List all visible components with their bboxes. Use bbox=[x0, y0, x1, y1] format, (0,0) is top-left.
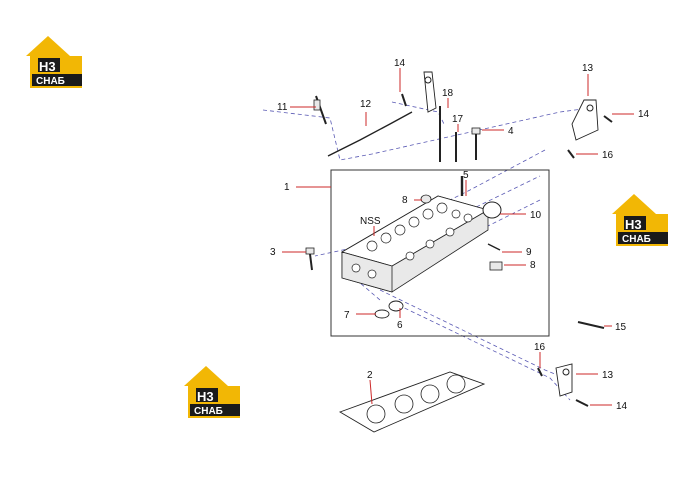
callout-11: 11 bbox=[277, 102, 288, 113]
logo-right: H3 CHAБ bbox=[612, 194, 668, 246]
callout-13-top: 13 bbox=[582, 63, 594, 74]
washer-6 bbox=[388, 300, 404, 312]
callout-15: 15 bbox=[615, 322, 627, 333]
lifting-bracket-bottom bbox=[555, 363, 573, 397]
callout-9: 9 bbox=[526, 247, 532, 258]
logo-secondary-text: CHAБ bbox=[622, 234, 651, 245]
callout-2: 2 bbox=[367, 370, 373, 381]
stud-16-right bbox=[567, 149, 575, 159]
callouts: 1 2 3 4 5 6 7 8 8 9 10 11 12 13 13 14 14… bbox=[270, 58, 650, 412]
callout-16-right: 16 bbox=[602, 150, 614, 161]
cylinder-head-frame bbox=[330, 169, 550, 337]
bolt-14-top bbox=[401, 93, 407, 107]
callout-16-bottom: 16 bbox=[534, 342, 546, 353]
logo-primary-text: H3 bbox=[625, 217, 642, 232]
bolt-14-right bbox=[603, 115, 613, 123]
logo-secondary-text: CHAБ bbox=[194, 406, 223, 417]
lifting-bracket-right bbox=[571, 99, 599, 141]
logo-bottom-left: H3 CHAБ bbox=[184, 366, 240, 418]
callout-8-side: 8 bbox=[530, 260, 536, 271]
dowel-9 bbox=[487, 243, 501, 251]
callout-12: 12 bbox=[360, 99, 372, 110]
logo-top-left: H3 CHAБ bbox=[26, 36, 82, 88]
callout-8-top: 8 bbox=[402, 195, 408, 206]
glow-plug-connector bbox=[327, 111, 413, 157]
bolt-3 bbox=[305, 247, 315, 271]
callout-14-top: 14 bbox=[394, 58, 406, 69]
plug-8-top bbox=[420, 194, 432, 204]
callout-14-right: 14 bbox=[638, 109, 650, 120]
logo-secondary-text: CHAБ bbox=[36, 76, 65, 87]
callout-10: 10 bbox=[530, 210, 542, 221]
callout-5: 5 bbox=[463, 170, 469, 181]
leader-lines bbox=[282, 68, 634, 406]
logo-primary-text: H3 bbox=[39, 59, 56, 74]
callout-7: 7 bbox=[344, 310, 350, 321]
callout-3: 3 bbox=[270, 247, 276, 258]
cylinder-head bbox=[340, 195, 502, 293]
callout-14-bottom: 14 bbox=[616, 401, 628, 412]
callout-18: 18 bbox=[442, 88, 454, 99]
head-gasket bbox=[338, 371, 486, 433]
callout-6: 6 bbox=[397, 320, 403, 331]
bolt-4 bbox=[471, 127, 481, 160]
nss-label: NSS bbox=[360, 216, 381, 227]
stud-16-bottom bbox=[537, 367, 543, 377]
plug-8-side bbox=[489, 261, 503, 271]
callout-17: 17 bbox=[452, 114, 464, 125]
callout-1: 1 bbox=[284, 182, 290, 193]
lifting-bracket-top bbox=[423, 71, 437, 113]
bolt-14-bottom bbox=[575, 399, 589, 407]
bolt-15 bbox=[577, 321, 605, 329]
logo-primary-text: H3 bbox=[197, 389, 214, 404]
callout-4: 4 bbox=[508, 126, 514, 137]
callout-13-bottom: 13 bbox=[602, 370, 614, 381]
seal-7 bbox=[374, 309, 390, 319]
glow-plug bbox=[313, 95, 327, 125]
